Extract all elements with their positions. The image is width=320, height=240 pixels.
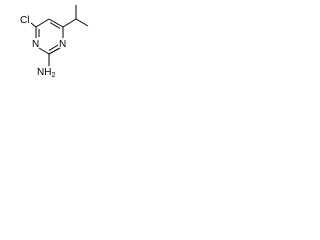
bond-n1-c2-inner [48, 44, 59, 51]
bond-c4-c5 [35, 18, 50, 28]
bond-c5-c6-inner [49, 22, 61, 29]
bond-c2-n3 [38, 47, 50, 55]
atom-label-ring-nitrogen-top: N [59, 39, 66, 50]
amine-label-main: NH [37, 67, 51, 78]
bond-n1-c2 [48, 47, 61, 55]
pyrimidine-structure-diagram: Cl N N NH2 [20, 5, 89, 79]
bond-c4-cl [30, 22, 37, 28]
atom-label-amine: NH2 [37, 67, 55, 79]
atom-label-ring-nitrogen-bottom: N [32, 39, 39, 50]
bond-c6-ch [62, 18, 77, 28]
amine-label-subscript: 2 [51, 72, 55, 79]
bond-ch-methyl-right [75, 18, 89, 27]
bond-c5-c6 [48, 18, 64, 28]
atom-label-chlorine: Cl [20, 15, 29, 26]
